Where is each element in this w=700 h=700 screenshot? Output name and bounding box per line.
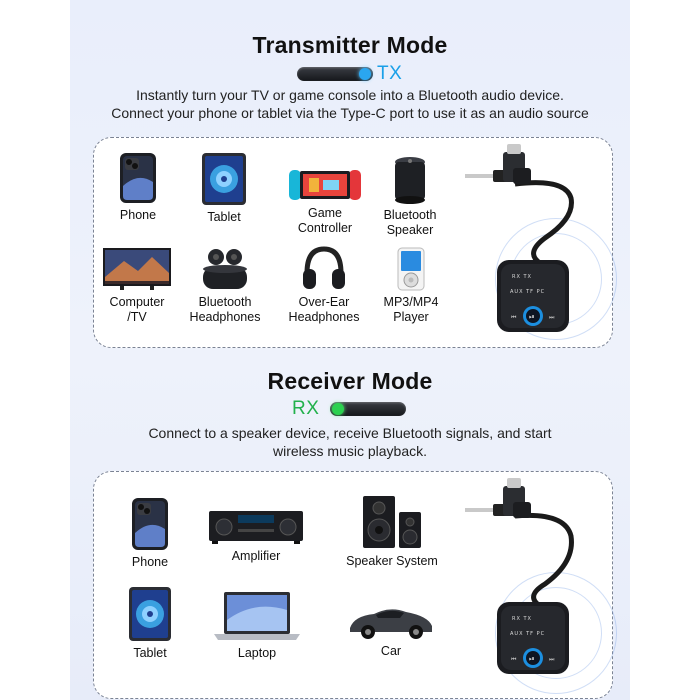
laptop-icon: [214, 590, 300, 642]
device-source-labels: AUX TF PC: [510, 631, 545, 637]
svg-text:⏭: ⏭: [549, 656, 555, 663]
device-source-labels: AUX TF PC: [510, 289, 545, 295]
rx-item-phone: Phone: [120, 497, 180, 570]
speaker-icon: [393, 156, 427, 204]
rx-toggle-knob: [332, 403, 344, 415]
earbuds-icon: [199, 245, 251, 291]
device-label-rx: RX: [512, 616, 521, 622]
item-label: Bluetooth: [198, 295, 252, 309]
item-label: Computer: [109, 295, 165, 309]
device-label-tf: TF: [526, 631, 535, 637]
device-label-tx: TX: [523, 274, 532, 280]
device-label-pc: PC: [536, 289, 546, 295]
tx-item-game-controller: Game Controller: [287, 168, 363, 236]
rx-toggle: [330, 402, 406, 416]
game-console-icon: [289, 168, 361, 202]
tx-adapter-device: ⏯ ⏮ ⏭ RX TX AUX TF PC: [455, 138, 617, 346]
receiver-desc-2: wireless music playback.: [272, 443, 428, 459]
device-label-aux: AUX: [510, 289, 524, 295]
phone-icon: [130, 497, 170, 551]
rx-item-laptop: Laptop: [205, 590, 309, 661]
tx-item-mp3-player: MP3/MP4 Player: [378, 247, 444, 325]
item-label: Phone: [131, 555, 169, 569]
item-label: Player: [393, 310, 429, 324]
speaker-system-icon: [361, 494, 423, 550]
svg-text:⏮: ⏮: [511, 314, 517, 321]
item-label: Phone: [119, 208, 157, 222]
device-label-aux: AUX: [510, 631, 524, 637]
tablet-icon: [200, 152, 248, 206]
device-label-rx: RX: [512, 274, 521, 280]
item-label: Tablet: [207, 210, 241, 224]
device-mode-labels: RX TX: [512, 616, 532, 622]
item-label: Over-Ear: [298, 295, 350, 309]
tx-item-over-ear-headphones: Over-Ear Headphones: [283, 245, 365, 325]
phone-icon: [118, 152, 158, 204]
svg-text:⏯: ⏯: [529, 655, 535, 663]
item-label: Headphones: [189, 310, 261, 324]
amplifier-icon: [208, 507, 304, 545]
headphones-icon: [301, 245, 347, 291]
item-label: Speaker: [386, 223, 434, 237]
tx-item-tablet: Tablet: [194, 152, 254, 225]
svg-text:⏯: ⏯: [529, 313, 535, 321]
tx-toggle-knob: [359, 68, 371, 80]
svg-text:⏭: ⏭: [549, 314, 555, 321]
tablet-icon: [127, 586, 173, 642]
tx-toggle: [297, 67, 373, 81]
device-label-tf: TF: [526, 289, 535, 295]
svg-text:⏮: ⏮: [511, 656, 517, 663]
device-mode-labels: RX TX: [512, 274, 532, 280]
tx-label: TX: [377, 63, 403, 84]
item-label: Bluetooth: [383, 208, 437, 222]
item-label: Car: [380, 644, 402, 658]
tx-item-computer-tv: Computer /TV: [101, 247, 173, 325]
rx-item-speaker-system: Speaker System: [340, 494, 444, 569]
rx-adapter-device: ⏯ ⏮ ⏭ RX TX AUX TF PC: [455, 472, 617, 696]
tx-item-bluetooth-headphones: Bluetooth Headphones: [185, 245, 265, 325]
mp3-player-icon: [397, 247, 425, 291]
item-label: Controller: [297, 221, 353, 235]
rx-label: RX: [292, 398, 320, 419]
item-label: Headphones: [288, 310, 360, 324]
tx-item-phone: Phone: [108, 152, 168, 223]
rx-item-amplifier: Amplifier: [206, 507, 306, 564]
rx-item-tablet: Tablet: [120, 586, 180, 661]
item-label: Tablet: [133, 646, 167, 660]
item-label: Speaker System: [346, 554, 438, 568]
rx-item-car: Car: [345, 604, 437, 659]
transmitter-desc-1: Instantly turn your TV or game console i…: [136, 87, 564, 103]
car-icon: [346, 604, 436, 640]
device-label-pc: PC: [536, 631, 546, 637]
transmitter-title: Transmitter Mode: [252, 32, 448, 58]
tv-icon: [102, 247, 172, 291]
item-label: /TV: [127, 310, 147, 324]
receiver-title: Receiver Mode: [267, 368, 433, 394]
item-label: Game: [307, 206, 343, 220]
item-label: Amplifier: [231, 549, 281, 563]
tx-item-bluetooth-speaker: Bluetooth Speaker: [379, 156, 441, 238]
transmitter-desc-2: Connect your phone or tablet via the Typ…: [111, 105, 589, 121]
item-label: MP3/MP4: [383, 295, 439, 309]
item-label: Laptop: [237, 646, 277, 660]
signal-ripple: [495, 218, 617, 340]
device-label-tx: TX: [523, 616, 532, 622]
receiver-desc-1: Connect to a speaker device, receive Blu…: [148, 425, 552, 441]
